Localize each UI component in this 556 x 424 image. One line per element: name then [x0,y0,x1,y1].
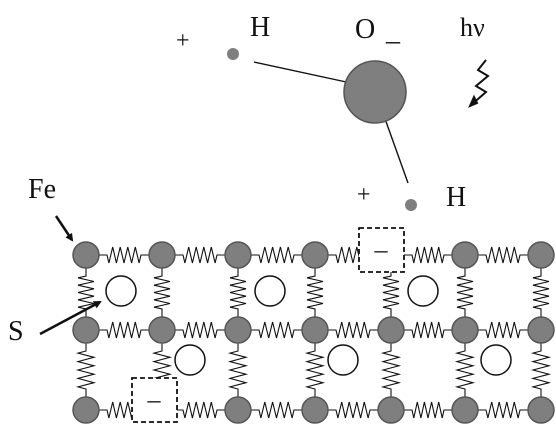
oxygen-label: O [355,14,375,45]
horizontal-spring [175,246,225,264]
vacancy-charge-top: – [374,235,389,264]
vertical-spring [77,268,95,317]
vertical-spring [530,343,552,397]
vertical-spring [75,343,97,397]
atoms-group [72,241,555,424]
horizontal-spring [404,321,452,339]
vacancy-charge-bottom: – [147,385,162,414]
iron-atom [527,316,555,344]
iron-atom [148,241,176,269]
iron-pointer-arrow [54,215,74,242]
hydrogen-label-right: H [446,182,466,213]
vertical-spring [454,343,476,397]
sulfur-pointer-arrow [39,300,102,336]
horizontal-spring [175,321,225,339]
iron-atom [527,396,555,424]
vacancy-box-top: – [358,227,405,273]
sulfur-label: S [8,316,24,347]
photon-label: hν [460,13,485,42]
iron-atom [72,316,100,344]
iron-atom [377,396,405,424]
horizontal-spring [328,321,378,339]
iron-atom [377,316,405,344]
hydrogen-atom-right [405,199,417,211]
sulfur-atom [327,344,359,376]
iron-atom [451,316,479,344]
horizontal-spring [404,401,452,419]
sulfur-atom [105,275,137,307]
vertical-spring [382,268,400,317]
vertical-spring [380,343,402,397]
sulfur-atom [407,275,439,307]
horizontal-spring [328,401,378,419]
horizontal-spring [175,401,225,419]
springs-group [75,246,552,419]
iron-atom [72,241,100,269]
plus-charge-right: + [357,182,371,208]
iron-atom [451,241,479,269]
oxygen-charge-label: _ [385,16,401,47]
horizontal-spring [478,401,528,419]
horizontal-spring [99,321,149,339]
horizontal-spring [99,246,149,264]
sulfur-atom [254,275,286,307]
iron-atom [451,396,479,424]
vacancy-box-bottom: – [131,377,178,423]
vertical-spring [227,343,249,397]
hydrogen-atom-top [227,48,239,60]
vertical-spring [229,268,247,317]
vertical-spring [306,268,324,317]
horizontal-spring [478,321,528,339]
hydrogen-label-top: H [250,12,270,43]
iron-atom [301,316,329,344]
photon-wave-icon [468,59,490,108]
horizontal-spring [251,401,302,419]
water-molecule [227,48,417,211]
horizontal-spring [478,246,528,264]
iron-atom [224,241,252,269]
vertical-spring [153,268,171,317]
horizontal-spring [404,246,452,264]
iron-atom [301,241,329,269]
vertical-spring [304,343,326,397]
iron-atom [224,316,252,344]
iron-atom [527,241,555,269]
sulfur-atom [480,344,512,376]
horizontal-spring [251,321,302,339]
iron-atom [148,316,176,344]
plus-charge-top: + [176,28,190,54]
iron-atom [301,396,329,424]
vertical-spring [456,268,474,317]
vertical-spring [532,268,550,317]
iron-label: Fe [28,174,56,205]
horizontal-spring [251,246,302,264]
iron-atom [224,396,252,424]
iron-atom [72,396,100,424]
sulfur-atom [174,344,206,376]
oxygen-atom [343,60,407,124]
